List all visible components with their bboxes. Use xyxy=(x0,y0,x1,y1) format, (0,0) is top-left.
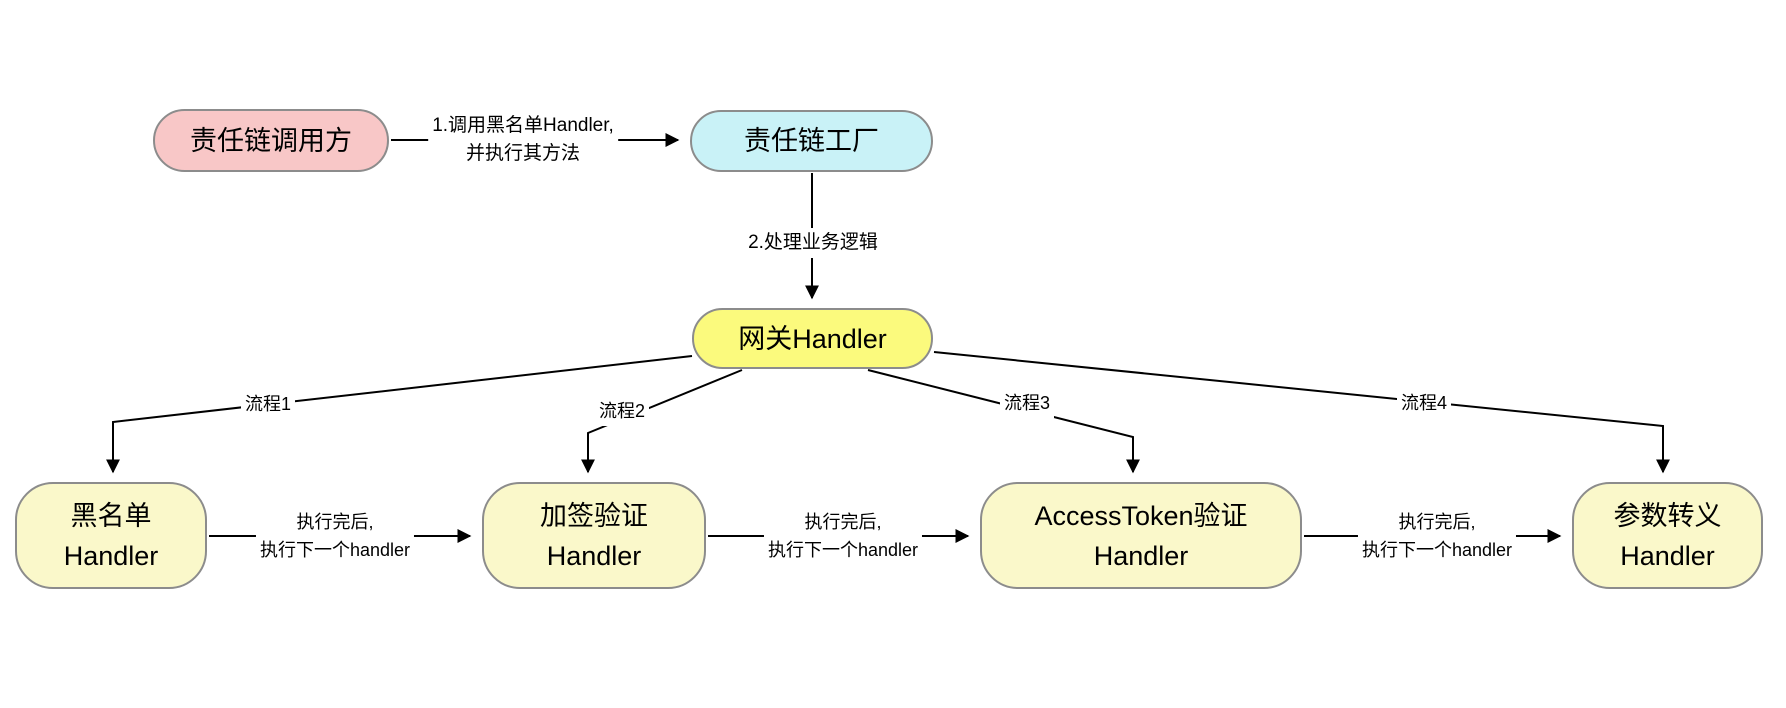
edge-label-call-blacklist: 1.调用黑名单Handler, 并执行其方法 xyxy=(428,111,618,169)
edge-label-next-handler-2-line2: 执行下一个handler xyxy=(767,540,919,560)
edge-label-next-handler-2: 执行完后, 执行下一个handler xyxy=(763,507,923,565)
edge-label-call-blacklist-line1: 1.调用黑名单Handler, xyxy=(432,115,614,136)
node-chain-factory: 责任链工厂 xyxy=(690,110,933,172)
edge-label-flow2: 流程2 xyxy=(594,396,650,426)
edge-label-next-handler-3-line1: 执行完后, xyxy=(1398,512,1476,532)
node-param-escape-handler-line2: Handler xyxy=(1620,540,1715,571)
edge-label-flow3: 流程3 xyxy=(999,388,1055,418)
node-gateway-handler-label: 网关Handler xyxy=(738,323,887,354)
node-blacklist-handler-line1: 黑名单 xyxy=(70,500,152,531)
node-param-escape-handler-line1: 参数转义 xyxy=(1613,500,1722,531)
node-signature-handler-line2: Handler xyxy=(546,540,642,571)
node-param-escape-handler: 参数转义 Handler xyxy=(1572,482,1763,589)
node-chain-caller: 责任链调用方 xyxy=(153,109,389,172)
edge-label-next-handler-3: 执行完后, 执行下一个handler xyxy=(1357,507,1517,565)
node-chain-caller-label: 责任链调用方 xyxy=(190,125,352,156)
edge-label-flow1: 流程1 xyxy=(240,389,296,419)
node-blacklist-handler-line2: Handler xyxy=(63,540,159,571)
edge-label-next-handler-2-line1: 执行完后, xyxy=(804,512,882,532)
node-accesstoken-handler: AccessToken验证 Handler xyxy=(980,482,1302,589)
edge-label-next-handler-3-line2: 执行下一个handler xyxy=(1361,540,1513,560)
node-blacklist-handler: 黑名单 Handler xyxy=(15,482,207,589)
edge-label-next-handler-1-line2: 执行下一个handler xyxy=(259,540,411,560)
edge-label-call-blacklist-line2: 并执行其方法 xyxy=(465,143,580,164)
edge-label-process-logic: 2.处理业务逻辑 xyxy=(744,228,882,258)
node-chain-factory-label: 责任链工厂 xyxy=(744,126,879,156)
node-accesstoken-handler-line2: Handler xyxy=(1093,540,1189,571)
node-gateway-handler: 网关Handler xyxy=(692,308,933,369)
node-accesstoken-handler-line1: AccessToken验证 xyxy=(1034,500,1248,531)
edge-label-flow4: 流程4 xyxy=(1396,388,1452,418)
edge-label-next-handler-1-line1: 执行完后, xyxy=(296,512,374,532)
node-signature-handler-line1: 加签验证 xyxy=(540,500,648,531)
node-signature-handler: 加签验证 Handler xyxy=(482,482,706,589)
edge-label-next-handler-1: 执行完后, 执行下一个handler xyxy=(255,507,415,565)
